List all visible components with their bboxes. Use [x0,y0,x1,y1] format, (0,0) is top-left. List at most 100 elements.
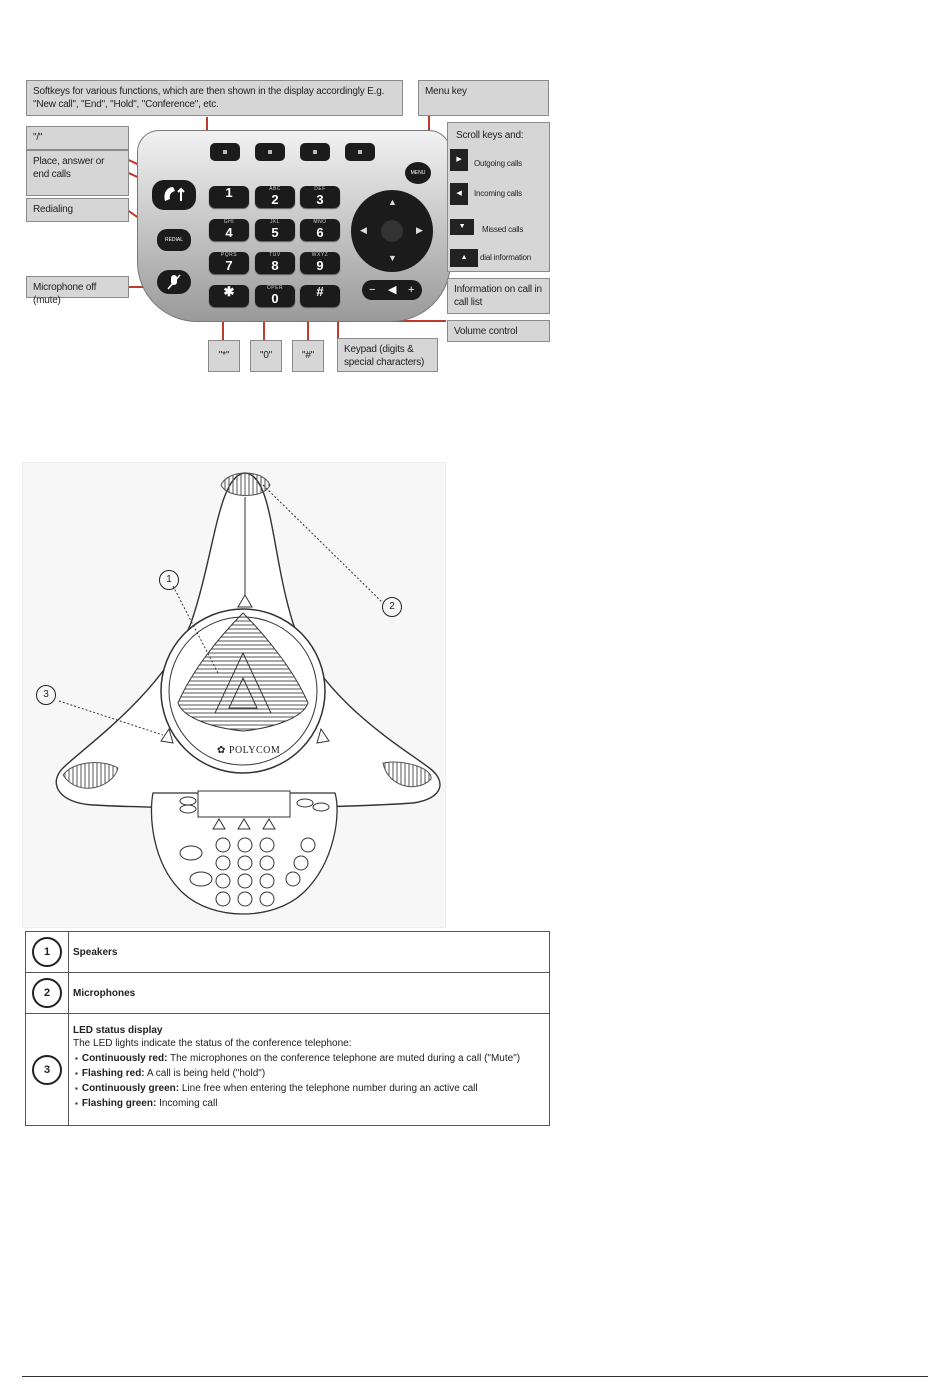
callout-info-call: Information on call in call list [447,278,550,314]
legend-number: 1 [32,937,62,967]
key-1[interactable]: 1 [209,186,249,208]
softkey-4[interactable] [345,143,375,161]
legend-text-cell: Microphones [68,972,550,1014]
softkey-1[interactable] [210,143,240,161]
key-5-digit: 5 [271,225,279,240]
callout-keypad: Keypad (digits & special characters) [337,338,438,372]
incoming-label: Incoming calls [474,189,522,198]
call-button[interactable] [152,180,196,210]
key-7-letters: PQRS [220,252,238,258]
menu-button[interactable]: MENU [405,162,431,184]
key-8-letters: TUV [269,252,281,258]
legend-table: 1 Speakers 2 Microphones 3 LED status di… [25,931,550,1126]
callout-zero: "0" [250,340,282,372]
volume-control[interactable]: − ◀ + [362,280,422,300]
arrow-up-icon[interactable]: ▲ [388,197,397,207]
key-3-letters: DEF [314,186,326,192]
key-1-digit: 1 [225,185,233,200]
key-7-digit: 7 [225,258,233,273]
incoming-icon: ◀ [450,183,468,205]
marker-1: 1 [159,570,179,590]
redial-button[interactable]: REDIAL [157,229,191,251]
softkey-3[interactable] [300,143,330,161]
scroll-keys-label: Scroll keys and: [456,130,524,141]
callout-menu-key: Menu key [418,80,549,116]
missed-label: Missed calls [482,225,524,234]
callout-mic-off: Microphone off (mute) [26,276,129,306]
callout-redialing: Redialing [26,198,129,222]
callout-volume: Volume control [447,320,550,342]
legend-text-cell: LED status display The LED lights indica… [68,1013,550,1126]
key-6-letters: MNO [313,219,327,225]
led-item: Continuously red: The microphones on the… [82,1053,545,1064]
led-term: Flashing green: [81,1097,157,1109]
legend-title-led: LED status display [73,1024,163,1036]
led-desc: Incoming call [156,1097,218,1109]
legend-num-cell: 3 [25,1013,69,1126]
arrow-left-icon[interactable]: ◀ [360,225,367,235]
legend-title-speakers: Speakers [73,946,118,958]
key-9-letters: WXYZ [311,252,329,258]
callout-scroll-keys: Scroll keys and: ▶ Outgoing calls ◀ Inco… [447,122,550,272]
key-2-letters: ABC [269,186,281,192]
key-2-digit: 2 [271,192,279,207]
speaker-icon: ◀ [388,284,397,296]
legend-row-speakers: 1 Speakers [25,931,550,973]
key-6-digit: 6 [316,225,324,240]
key-0-digit: 0 [271,291,279,306]
softkey-2[interactable] [255,143,285,161]
missed-icon: ▼ [450,219,474,235]
legend-text-cell: Speakers [68,931,550,973]
polycom-brand: POLYCOM [228,745,281,756]
led-term: Continuously green: [81,1082,180,1094]
arrow-right-icon[interactable]: ▶ [416,225,423,235]
outgoing-icon: ▶ [450,149,468,171]
legend-number: 2 [32,978,62,1008]
dial-info-icon: ▲ [450,249,478,267]
led-item: Continuously green: Line free when enter… [81,1082,545,1094]
key-5-letters: JKL [269,219,281,225]
select-button[interactable] [381,220,403,242]
callout-place-answer: Place, answer or end calls [26,150,129,196]
key-hash[interactable]: # [300,285,340,307]
legend-number: 3 [32,1054,62,1085]
microphone-off-icon [167,274,181,290]
mute-button[interactable] [157,270,191,294]
led-desc: Line free when entering the telephone nu… [179,1082,478,1094]
handset-icon [164,187,185,201]
key-0-letters: OPER [266,285,284,291]
key-9-digit: 9 [316,258,324,273]
led-desc: A call is being held ("hold") [144,1067,266,1079]
arrow-down-icon[interactable]: ▼ [388,253,397,263]
key-star-digit: ✱ [223,284,235,299]
polycom-logo: ✿ POLYCOM [217,745,281,756]
led-term: Flashing red: [81,1067,145,1079]
conference-phone-drawing [55,472,441,915]
legend-row-led: 3 LED status display The LED lights indi… [25,1013,550,1126]
navigation-pad[interactable]: ▲ ▼ ◀ ▶ [351,190,433,272]
conference-phone-illustration: ✿ POLYCOM 1 2 3 [22,462,446,928]
legend-title-microphones: Microphones [73,987,136,999]
key-4-letters: GHI [223,219,235,225]
legend-num-cell: 1 [25,931,69,973]
volume-up-button[interactable]: + [408,284,415,296]
key-3-digit: 3 [316,192,324,207]
legend-row-microphones: 2 Microphones [25,972,550,1014]
marker-2: 2 [382,597,402,617]
key-star[interactable]: ✱ [209,285,249,307]
footer-divider [22,1376,928,1377]
callout-hash: "#" [292,340,324,372]
key-8-digit: 8 [271,258,279,273]
volume-down-button[interactable]: − [369,284,376,296]
marker-3: 3 [36,685,56,705]
key-4-digit: 4 [225,225,233,240]
